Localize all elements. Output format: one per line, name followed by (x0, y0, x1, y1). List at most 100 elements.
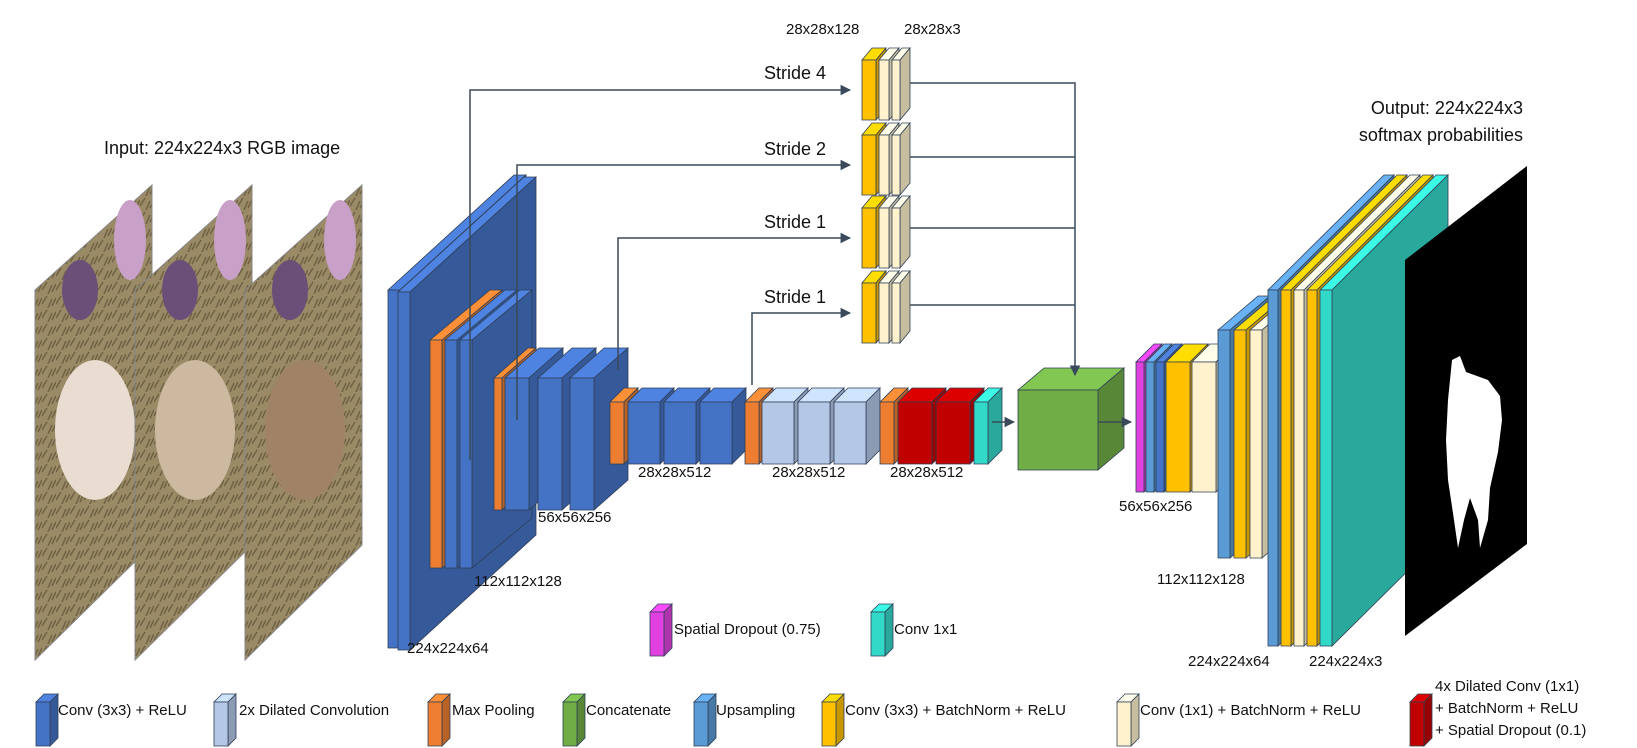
concat-cube-front (1017, 389, 1099, 471)
enc4-conv-b-front (663, 401, 697, 465)
enc5-pool-front (744, 401, 760, 465)
legend-conv-bn-icon (821, 693, 845, 747)
enc2-conv-a-front (444, 339, 458, 569)
branch-4-conv1x1-bn-a-front (878, 282, 890, 344)
legend-upsampling-icon-side (707, 693, 717, 747)
input-images (34, 183, 363, 662)
legend-maxpool: Max Pooling (452, 702, 535, 719)
dec3-conv-bn-front (1280, 289, 1292, 647)
mid-legend-dropout-icon (649, 603, 673, 657)
input-image-1 (34, 183, 153, 662)
enc-224-label: 224x224x64 (407, 640, 489, 657)
branch-3-conv-bn-front (861, 207, 877, 269)
branch-2-conv-bn-front (861, 134, 877, 196)
legend-maxpool-icon (427, 693, 451, 747)
legend-maxpool-icon-front (427, 701, 443, 747)
legend-concat-icon-side (576, 693, 586, 747)
dec3-upsample-front (1267, 289, 1279, 647)
enc3-conv-b-front (537, 377, 563, 511)
stride-1b-connector (751, 307, 852, 385)
branch-2-conv1x1-bn-b-front (891, 134, 901, 196)
legend-dilated-dropout-3: + Spatial Dropout (0.1) (1435, 722, 1586, 739)
enc6-pool-front (879, 401, 895, 465)
enc4-conv-c-side (731, 387, 747, 465)
legend-dilated-icon-side (227, 693, 237, 747)
enc5-dil-c-side (865, 387, 881, 465)
dec1-upsample-front (1145, 361, 1155, 493)
stride-1b-label: Stride 1 (764, 287, 826, 307)
dec2-conv-bn-front (1233, 329, 1247, 559)
mid-legend-conv1x1-icon-front (870, 611, 886, 657)
legend-upsampling-icon-front (693, 701, 709, 747)
mid-legend-dropout-icon-front (649, 611, 665, 657)
enc5-dil-b-front (797, 401, 831, 465)
layer-blocks (386, 46, 1449, 651)
enc6-conv1x1-side (987, 387, 1003, 465)
branch-1-conv1x1-bn-b (891, 46, 911, 122)
branch-1-conv-bn-front (861, 59, 877, 121)
legend-icons (35, 693, 1433, 747)
mid-legend-spatial-dropout: Spatial Dropout (0.75) (674, 621, 821, 638)
legend-conv-bn-icon-front (821, 701, 837, 747)
concat-cube (1016, 367, 1126, 471)
enc2-pool-front (429, 339, 443, 569)
stride-1a-connector (617, 232, 852, 370)
enc6-dd-b-front (935, 401, 971, 465)
dec1-conv-bn-front (1165, 361, 1191, 493)
enc-56-label: 56x56x256 (538, 509, 611, 526)
legend-upsampling-icon (693, 693, 717, 747)
legend-conv1x1-bn: Conv (1x1) + BatchNorm + ReLU (1140, 702, 1361, 719)
enc3-conv-a-front (504, 377, 530, 511)
legend-conv-icon-side (49, 693, 59, 747)
input-image-3 (244, 183, 363, 662)
mid-legend-icons (649, 603, 894, 657)
legend-conv1x1-bn-icon (1116, 693, 1140, 747)
dec2-upsample-front (1217, 329, 1231, 559)
enc4-conv-c (699, 387, 747, 465)
enc-28a-label: 28x28x512 (638, 464, 711, 481)
enc-28c-label: 28x28x512 (890, 464, 963, 481)
stride-1a-label: Stride 1 (764, 212, 826, 232)
dec-224b-label: 224x224x3 (1309, 653, 1382, 670)
enc3-pool-front (493, 377, 503, 511)
branch-1-conv1x1-bn-b-side (899, 46, 911, 122)
branch-3-conv1x1-bn-b-side (899, 194, 911, 270)
legend-conv-icon (35, 693, 59, 747)
enc4-pool-front (609, 401, 625, 465)
enc-28b-label: 28x28x512 (772, 464, 845, 481)
output-label-2: softmax probabilities (1359, 125, 1523, 145)
branch-4-conv1x1-bn-b-front (891, 282, 901, 344)
legend-dilated-icon-front (213, 701, 229, 747)
branch-dim-a: 28x28x128 (786, 21, 859, 38)
mid-legend-conv1x1-icon-side (884, 603, 894, 657)
stride-4-connector (469, 84, 852, 460)
enc6-dd-b (935, 387, 985, 465)
legend-conv: Conv (3x3) + ReLU (58, 702, 187, 719)
legend-dilated-dropout-2: + BatchNorm + ReLU (1435, 700, 1578, 717)
dec3-conv-bn-b-front (1306, 289, 1318, 647)
legend-upsampling: Upsampling (716, 702, 795, 719)
legend-dilated-icon (213, 693, 237, 747)
output-label-1: Output: 224x224x3 (1371, 98, 1523, 118)
enc6-conv1x1-front (973, 401, 989, 465)
enc4-conv-a-front (627, 401, 661, 465)
mid-legend-conv1x1-icon (870, 603, 894, 657)
mid-legend-conv1x1: Conv 1x1 (894, 621, 957, 638)
legend-conv-icon-front (35, 701, 51, 747)
legend-maxpool-icon-side (441, 693, 451, 747)
enc6-dd-a-front (897, 401, 933, 465)
dec3-conv1x1-front (1319, 289, 1333, 647)
dec-56-label: 56x56x256 (1119, 498, 1192, 515)
enc4-conv-c-front (699, 401, 733, 465)
stride-2-label: Stride 2 (764, 139, 826, 159)
legend-dilated: 2x Dilated Convolution (239, 702, 389, 719)
legend-concat-icon-front (562, 701, 578, 747)
branch-4-conv1x1-bn-b (891, 269, 911, 345)
branch-3-conv1x1-bn-b-front (891, 207, 901, 269)
branch-3-conv1x1-bn-b (891, 194, 911, 270)
branch-1-conv1x1-bn-a-front (878, 59, 890, 121)
connections (469, 82, 1133, 460)
branch-2-conv1x1-bn-b (891, 121, 911, 197)
enc2-conv-b-front (459, 339, 473, 569)
